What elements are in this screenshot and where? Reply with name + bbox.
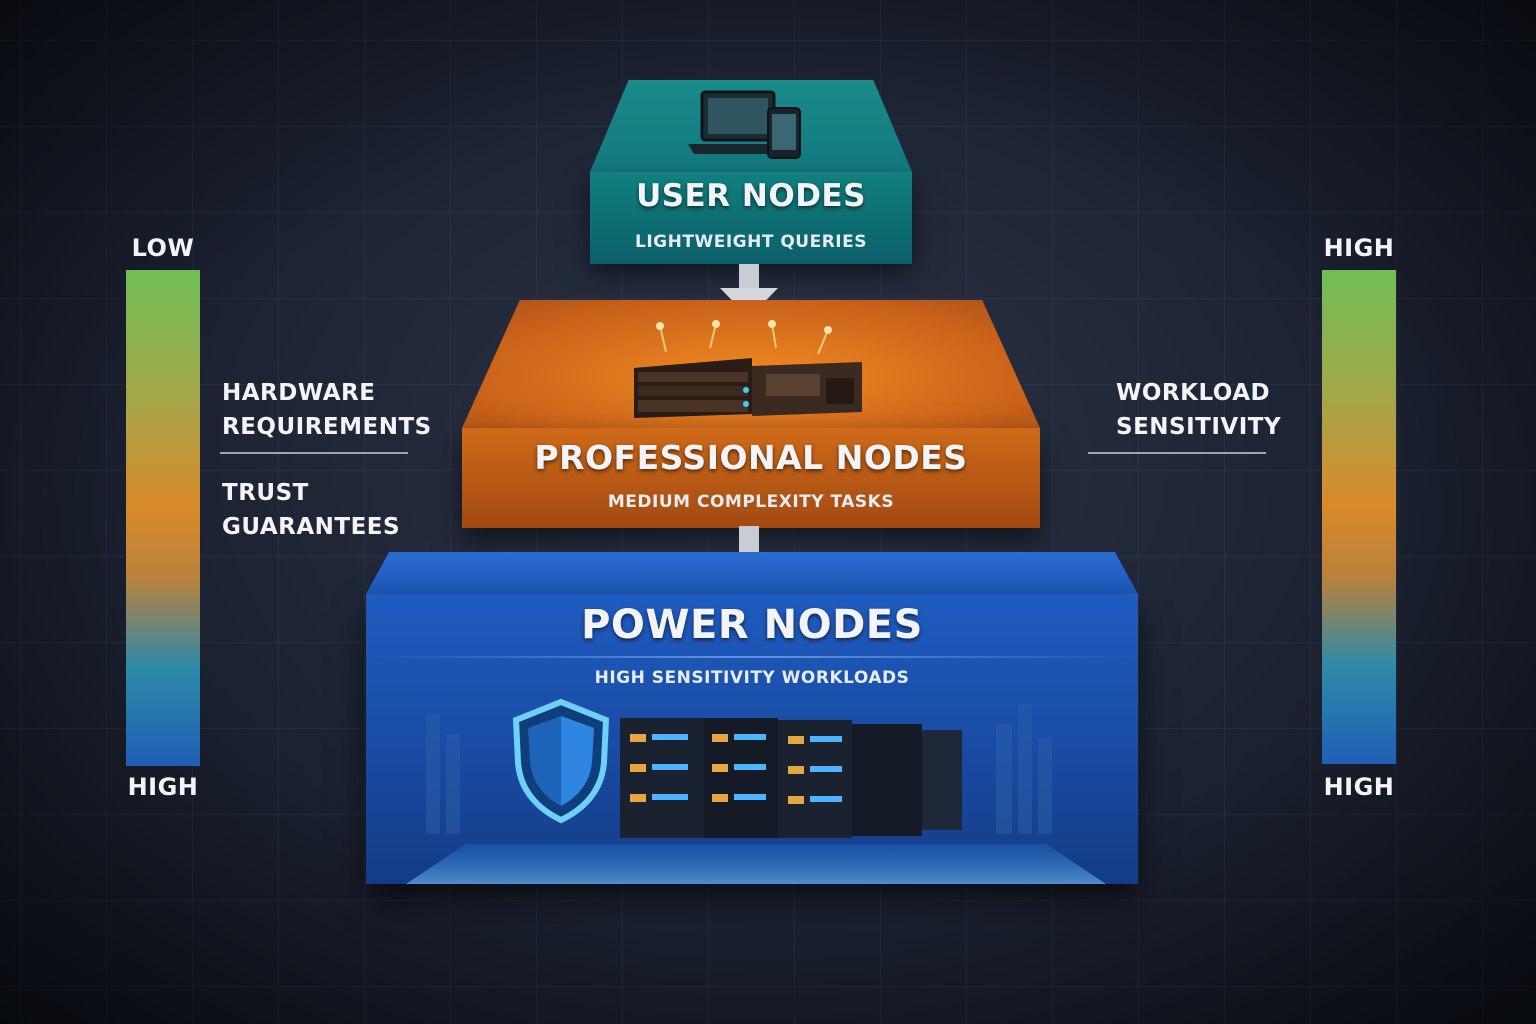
laptop-and-phone-icon <box>688 90 801 159</box>
right-scale-bar <box>1322 270 1396 764</box>
professional-tier-box: PROFESSIONAL NODES MEDIUM COMPLEXITY TAS… <box>462 428 1040 528</box>
hardware-requirements-line-2: REQUIREMENTS <box>222 414 432 440</box>
power-tier-top <box>366 552 1138 594</box>
user-tier-title: USER NODES <box>636 178 866 214</box>
trust-guarantees-line-1: TRUST <box>222 480 309 506</box>
workload-sensitivity-line-2: SENSITIVITY <box>1116 414 1282 440</box>
left-scale-top-label: LOW <box>131 234 195 262</box>
hardware-requirements-line-1: HARDWARE <box>222 380 376 406</box>
user-tier-box: USER NODES LIGHTWEIGHT QUERIES <box>590 172 912 264</box>
left-divider <box>220 452 408 454</box>
professional-tier-title: PROFESSIONAL NODES <box>534 438 968 477</box>
workload-sensitivity-label: WORKLOAD SENSITIVITY <box>1116 376 1282 444</box>
power-tier-title: POWER NODES <box>581 602 923 648</box>
power-tier-box: POWER NODES HIGH SENSITIVITY WORKLOADS <box>366 594 1138 884</box>
workload-sensitivity-line-1: WORKLOAD <box>1116 380 1271 406</box>
trust-guarantees-line-2: GUARANTEES <box>222 514 401 540</box>
professional-tier-subtitle: MEDIUM COMPLEXITY TASKS <box>607 492 895 512</box>
left-scale-bar <box>126 270 200 766</box>
server-appliance-icon <box>634 320 862 418</box>
server-racks-icon <box>406 704 1106 884</box>
shield-icon <box>512 698 610 824</box>
right-divider <box>1088 452 1266 454</box>
hardware-requirements-label: HARDWARE REQUIREMENTS <box>222 376 432 444</box>
power-tier-subtitle: HIGH SENSITIVITY WORKLOADS <box>594 668 910 688</box>
right-scale-bottom-label: HIGH <box>1323 773 1395 801</box>
trust-guarantees-label: TRUST GUARANTEES <box>222 476 400 544</box>
user-tier-subtitle: LIGHTWEIGHT QUERIES <box>635 232 867 252</box>
right-scale-top-label: HIGH <box>1323 234 1395 262</box>
left-scale-bottom-label: HIGH <box>127 773 199 801</box>
